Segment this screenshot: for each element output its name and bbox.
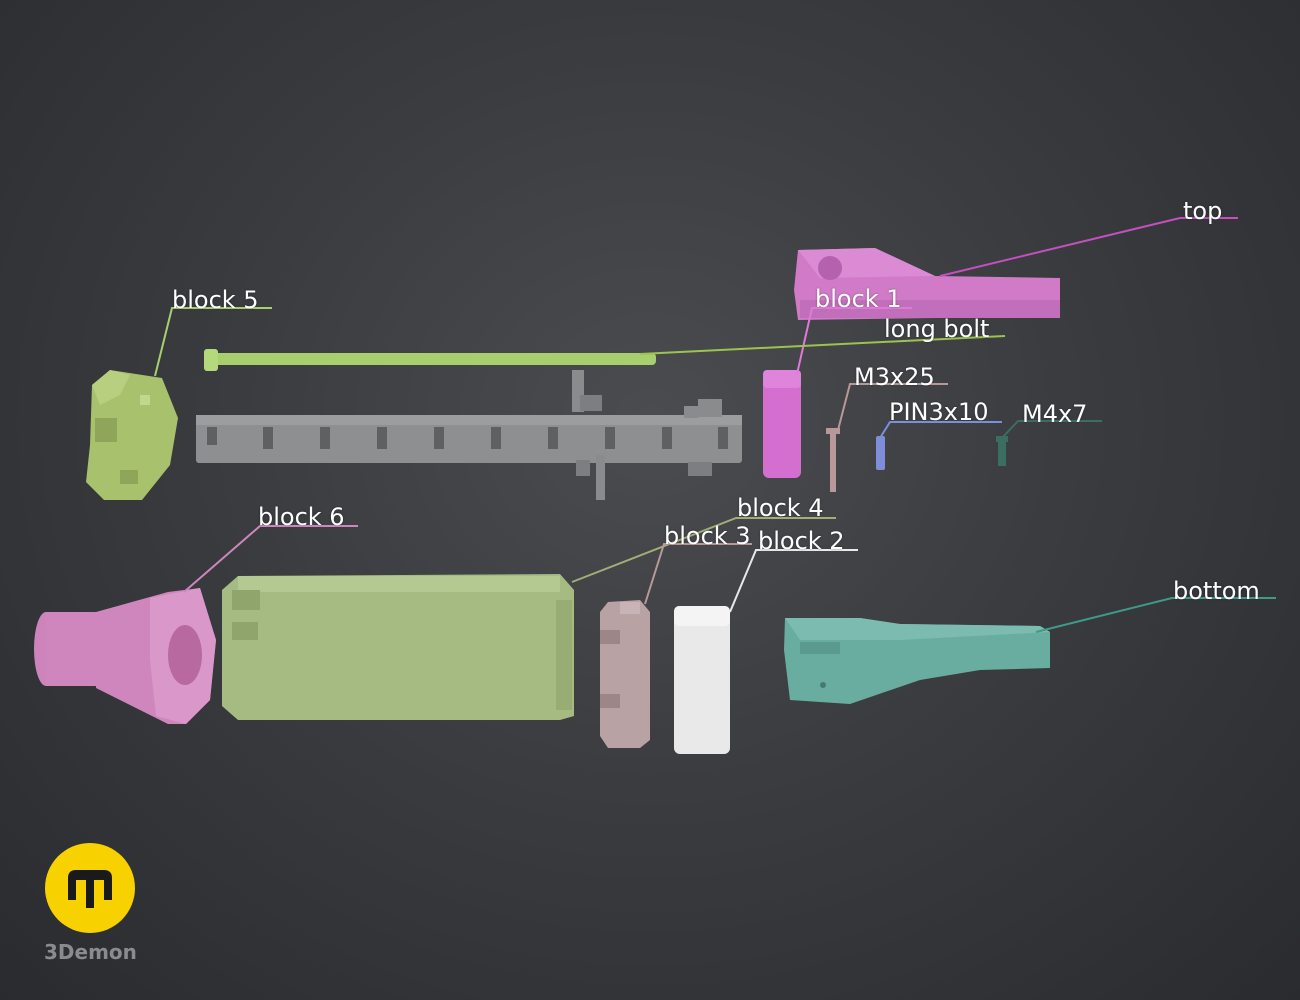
block-6-label: block 6 (258, 503, 345, 531)
leader-lines (154, 217, 1276, 633)
block-3-label: block 3 (664, 522, 751, 550)
block-1-label: block 1 (815, 285, 902, 313)
frame-rail-part (196, 370, 742, 500)
long-bolt-part (204, 349, 656, 371)
m3x25-label: M3x25 (854, 363, 935, 391)
block-6-part (34, 588, 216, 724)
top-part (794, 248, 1060, 320)
block-5-part (86, 370, 178, 500)
block-2-part (674, 606, 730, 754)
block-5-label: block 5 (172, 286, 259, 314)
bottom-part (784, 618, 1050, 704)
pin3x10-label: PIN3x10 (889, 398, 989, 426)
block-4-label: block 4 (737, 494, 824, 522)
top-label: top (1183, 197, 1223, 225)
block-2-label: block 2 (758, 527, 845, 555)
block-3-part (600, 600, 650, 748)
block-4-part (222, 574, 574, 720)
long-bolt-label: long bolt (884, 315, 990, 343)
m4x7-screw-part (996, 436, 1008, 466)
block-1-part (763, 370, 801, 478)
pin3x10-part (876, 436, 885, 470)
brand-name: 3Demon (44, 940, 137, 964)
logo-mark (45, 843, 135, 933)
m4x7-label: M4x7 (1022, 400, 1088, 428)
bottom-label: bottom (1173, 577, 1260, 605)
m3x25-screw-part (826, 428, 840, 492)
